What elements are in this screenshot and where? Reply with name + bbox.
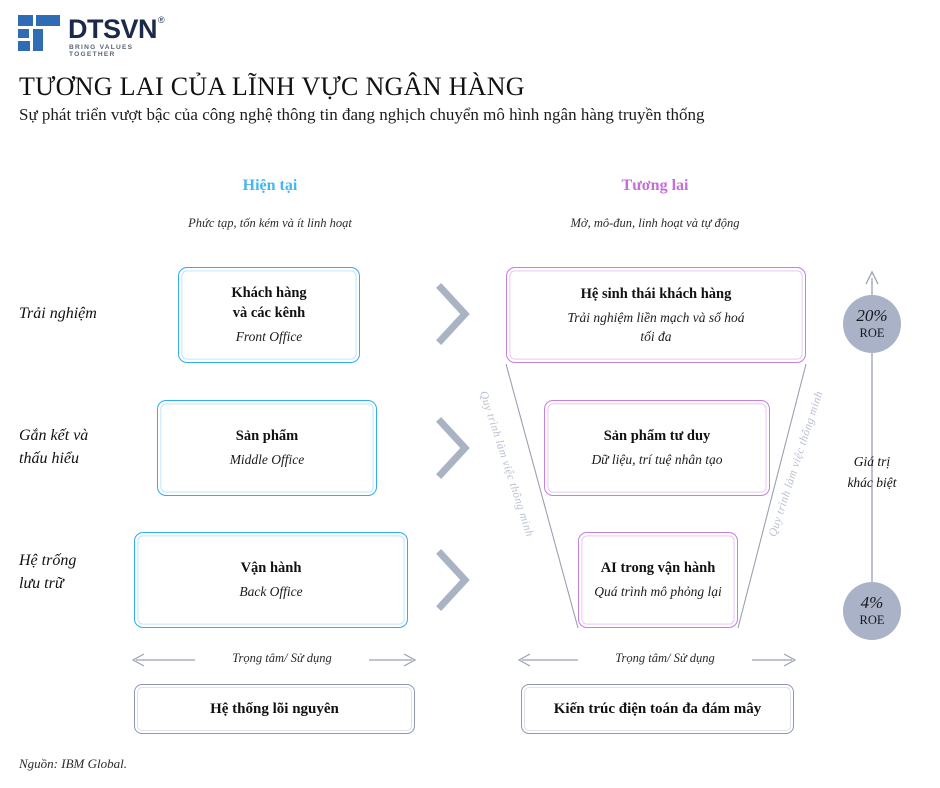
future-box-customer-ecosystem[interactable]: Hệ sinh thái khách hàng Trải nghiệm liền…: [506, 267, 806, 363]
row-label-line1: Trải nghiệm: [19, 305, 97, 322]
focus-label-future: Trọng tâm/ Sử dụng: [578, 651, 752, 666]
brand-logo: DTSVN ® BRING VALUES TOGETHER: [18, 13, 168, 58]
chevron-right-icon: [436, 283, 470, 345]
brand-name: DTSVN: [68, 14, 158, 44]
present-box-back-office[interactable]: Vận hành Back Office: [134, 532, 408, 628]
roe-label: ROE: [859, 325, 885, 340]
box-title-line1: Vận hành: [240, 560, 302, 577]
box-subtitle-line1: Quá trình mô phỏng lại: [594, 584, 722, 600]
box-title-line2: và các kênh: [232, 305, 306, 322]
funnel-caption-right: Quy trình làm việc thông minh: [766, 389, 826, 539]
footer-box-multicloud[interactable]: Kiến trúc điện toán đa đám mây: [521, 684, 794, 734]
future-box-smart-products[interactable]: Sản phẩm tư duy Dữ liệu, trí tuệ nhân tạ…: [544, 400, 770, 496]
roe-badge-present: 4% ROE: [843, 582, 901, 640]
roe-percent: 4%: [860, 592, 884, 612]
column-subheading-future: Mở, mô-đun, linh hoạt và tự động: [570, 216, 740, 230]
value-caption-line2: khác biệt: [847, 474, 897, 490]
row-label-line1: Hệ trống: [19, 552, 77, 569]
focus-label-present: Trọng tâm/ Sử dụng: [195, 651, 369, 666]
source-note: Nguồn: IBM Global.: [19, 756, 127, 771]
page-subtitle: Sự phát triển vượt bậc của công nghệ thô…: [19, 105, 705, 124]
chevron-right-icon: [436, 549, 470, 611]
box-title-line1: Hệ sinh thái khách hàng: [580, 285, 732, 302]
column-heading-future: Tương lai: [621, 177, 689, 194]
row-label-line2: thấu hiểu: [19, 450, 79, 468]
funnel-caption-left: Quy trình làm việc thông minh: [476, 389, 536, 539]
page-title: TƯƠNG LAI CỦA LĨNH VỰC NGÂN HÀNG: [19, 72, 525, 101]
row-label-engagement: Gắn kết và thấu hiểu: [19, 424, 88, 470]
roe-badge-future: 20% ROE: [843, 295, 901, 353]
box-subtitle-line2: tối đa: [640, 328, 672, 344]
row-label-line1: Gắn kết và: [19, 427, 89, 444]
present-box-middle-office[interactable]: Sản phẩm Middle Office: [157, 400, 377, 496]
box-title-line1: Sản phẩm: [235, 428, 299, 445]
roe-percent: 20%: [856, 305, 888, 325]
roe-label: ROE: [859, 612, 885, 627]
footer-box-core-system[interactable]: Hệ thống lõi nguyên: [134, 684, 415, 734]
row-label-line2: lưu trữ: [19, 575, 64, 593]
value-axis-caption: Giá trị khác biệt: [820, 452, 924, 494]
future-box-ai-operations[interactable]: AI trong vận hành Quá trình mô phỏng lại: [578, 532, 738, 628]
column-heading-present: Hiện tại: [242, 177, 298, 194]
dtsvn-logo-mark: [18, 15, 60, 51]
row-label-experience: Trải nghiệm: [19, 302, 97, 325]
brand-tagline: BRING VALUES TOGETHER: [69, 44, 134, 58]
box-title-line1: AI trong vận hành: [600, 560, 716, 577]
box-title-line1: Sản phẩm tư duy: [603, 428, 711, 445]
column-subheading-present: Phức tạp, tốn kém và ít linh hoạt: [188, 216, 352, 230]
row-label-systems: Hệ trống lưu trữ: [19, 549, 76, 595]
registered-mark-icon: ®: [158, 15, 165, 25]
value-caption-line1: Giá trị: [853, 454, 891, 469]
box-title-line1: Khách hàng: [231, 285, 307, 302]
box-subtitle-line1: Trải nghiệm liền mạch và số hoá: [567, 309, 745, 325]
box-subtitle: Front Office: [235, 329, 303, 345]
box-subtitle-line1: Dữ liệu, trí tuệ nhân tạo: [591, 452, 723, 468]
box-subtitle: Back Office: [239, 584, 303, 600]
chevron-right-icon: [436, 417, 470, 479]
box-subtitle: Middle Office: [229, 452, 305, 468]
present-box-front-office[interactable]: Khách hàng và các kênh Front Office: [178, 267, 360, 363]
